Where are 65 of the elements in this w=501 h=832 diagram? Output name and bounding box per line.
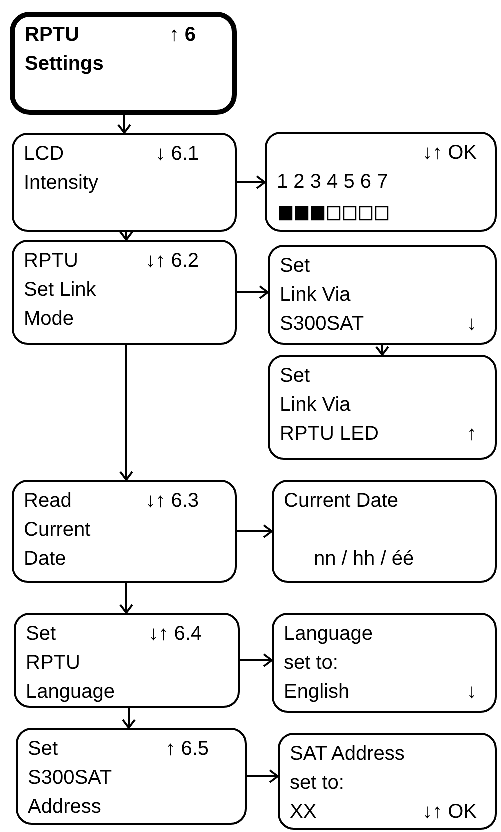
menu-screen [14,613,240,708]
menu-index: ↑ 6 [169,23,196,48]
menu-index: ↓↑ OK [422,141,477,166]
menu-index: ↑ 6.5 [166,737,209,762]
menu-index: ↓↑ OK [422,800,477,825]
screen-text: RPTU LED [280,422,379,447]
screen-text: Intensity [24,171,98,196]
menu-screen [272,613,497,713]
screen-text: Date [24,547,66,572]
screen-text: nn / hh / éé [314,547,414,572]
menu-screen [12,240,237,345]
menu-screen [10,12,237,115]
menu-index: ↓↑ 6.4 [148,622,202,647]
screen-text: Settings [25,52,104,77]
arrow [237,176,266,190]
screen-text: XX [290,800,317,825]
screen-text: S300SAT [280,312,364,337]
menu-index: ↓ 6.1 [156,142,199,167]
screen-text: Link Via [280,283,351,308]
arrow [120,231,134,241]
screen-text: Mode [24,307,74,332]
menu-screen [12,480,237,583]
screen-text: Language [284,622,373,647]
screen-text: SAT Address [290,742,405,767]
arrow [122,708,136,729]
menu-index: ↓ [467,312,477,337]
screen-text: set to: [290,771,344,796]
arrow [118,115,132,134]
screen-text: Set [280,254,310,279]
screen-text: Set [26,622,56,647]
screen-text: English [284,680,350,705]
menu-screen [16,728,247,825]
menu-index: ↑ [467,422,477,447]
menu-screen [272,480,497,583]
screen-text: Language [26,680,115,705]
arrow [376,345,390,356]
menu-index: ↓↑ 6.3 [146,489,199,514]
arrow [120,583,134,614]
menu-screen [278,733,497,830]
screen-text: Read [24,489,72,514]
screen-text: S300SAT [28,766,112,791]
screen-text: RPTU [25,23,80,48]
screen-text: set to: [284,651,338,676]
menu-screen [268,355,497,460]
screen-text: 1 2 3 4 5 6 7 [277,170,388,195]
arrow [237,286,269,300]
screen-text: Set Link [24,278,96,303]
arrow [237,524,273,538]
menu-screen [268,245,497,345]
screen-text: RPTU [26,651,80,676]
screen-text: Set [28,737,58,762]
menu-index: ↓↑ 6.2 [146,249,199,274]
menu-screen [265,132,497,232]
screen-text: Link Via [280,393,351,418]
arrow [240,654,273,668]
screen-text: RPTU [24,249,78,274]
arrow [247,770,279,784]
screen-text: LCD [24,142,64,167]
arrow [120,345,134,481]
menu-index: ↓ [467,680,477,705]
screen-text: Current [24,518,91,543]
screen-text: Set [280,364,310,389]
screen-text: Address [28,795,102,820]
screen-text: Current Date [284,489,398,514]
menu-screen [12,133,237,232]
